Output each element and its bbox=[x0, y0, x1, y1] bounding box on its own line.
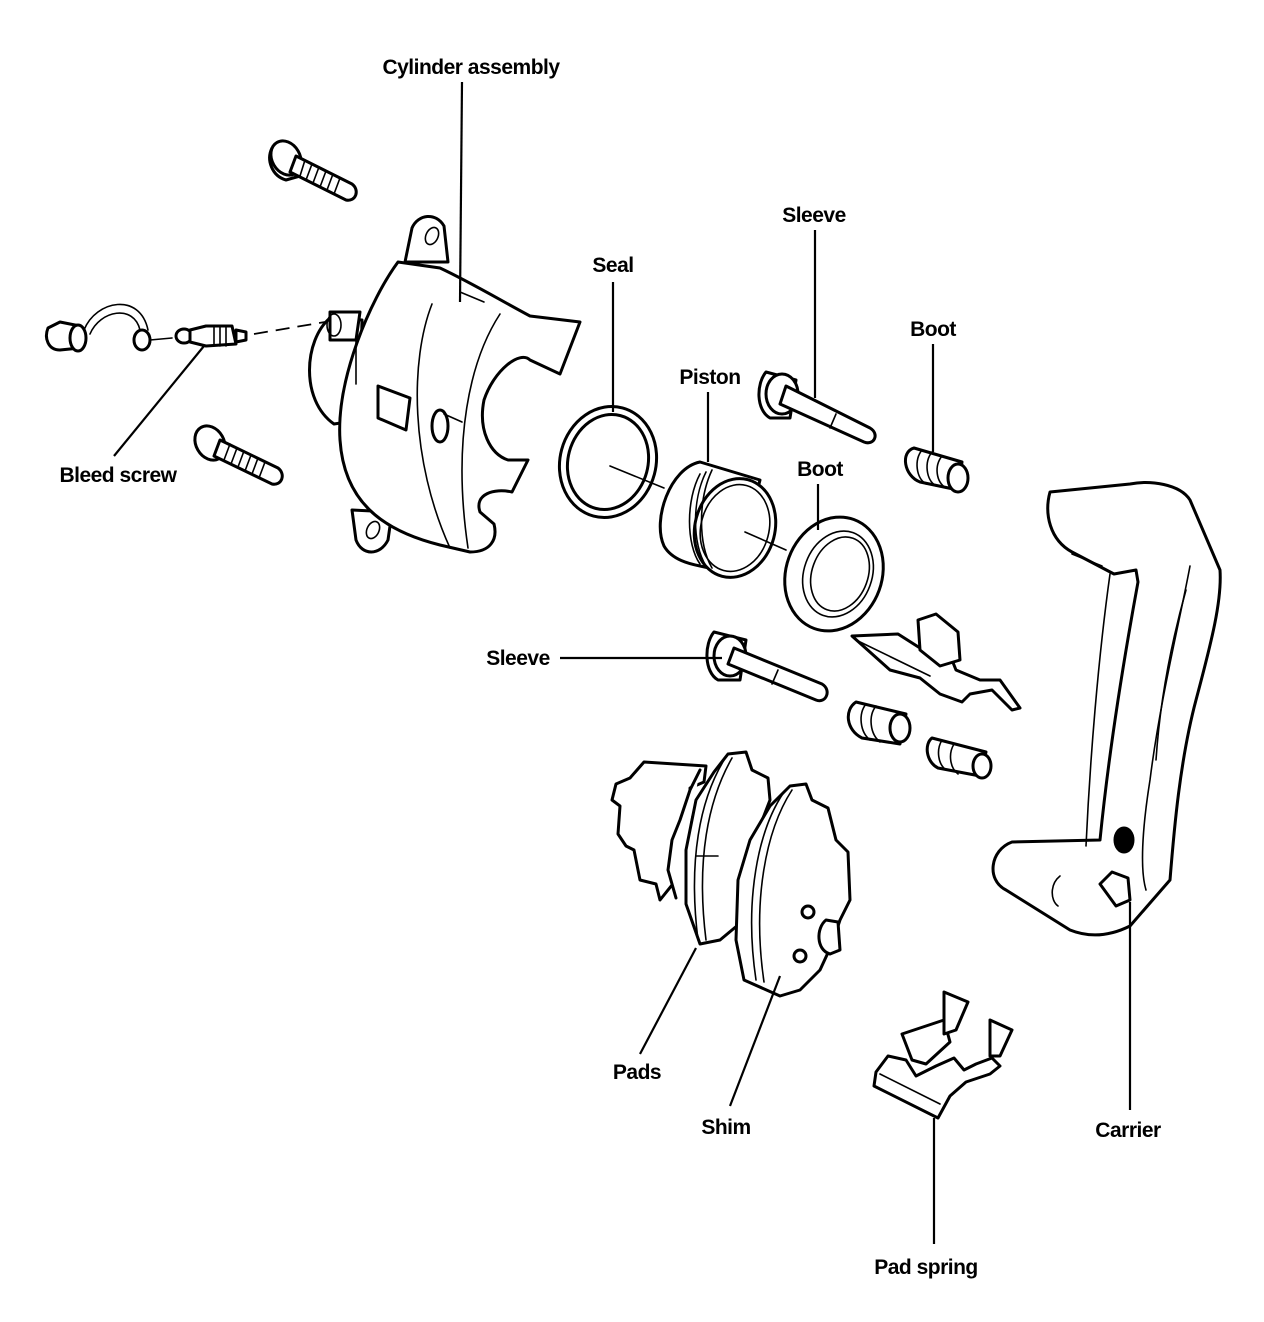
piston-boot bbox=[783, 515, 885, 633]
pad-shim bbox=[610, 760, 708, 902]
lower-caliper-bolt bbox=[193, 424, 284, 486]
upper-caliper-bolt bbox=[268, 139, 358, 202]
pad-spring bbox=[872, 990, 1014, 1120]
piston bbox=[658, 460, 778, 579]
label-carrier: Carrier bbox=[1095, 1119, 1161, 1142]
bleed-screw-axis-line bbox=[253, 321, 326, 335]
label-boot-piston: Boot bbox=[797, 458, 843, 481]
seal-axis-line bbox=[609, 465, 665, 489]
label-sleeve-lower: Sleeve bbox=[486, 647, 550, 670]
lower-slide-boot bbox=[846, 700, 912, 746]
bleed-screw bbox=[174, 324, 248, 348]
label-shim: Shim bbox=[701, 1116, 750, 1139]
label-boot-upper: Boot bbox=[910, 318, 956, 341]
bleed-screw-cap bbox=[45, 303, 173, 353]
label-piston: Piston bbox=[679, 366, 740, 389]
seal bbox=[557, 404, 659, 520]
piston-axis-line bbox=[744, 531, 787, 551]
label-pad-spring: Pad spring bbox=[874, 1256, 978, 1279]
upper-slide-boot bbox=[904, 446, 970, 494]
lower-small-boot bbox=[925, 736, 993, 780]
label-cylinder-assembly: Cylinder assembly bbox=[382, 56, 560, 79]
leader-lines bbox=[113, 81, 1132, 1244]
label-pads: Pads bbox=[613, 1061, 661, 1084]
label-seal: Seal bbox=[592, 254, 633, 277]
label-sleeve-upper: Sleeve bbox=[782, 204, 846, 227]
brake-pad-outer bbox=[734, 782, 852, 998]
carrier bbox=[991, 481, 1222, 937]
carrier-bolt-hole bbox=[1113, 826, 1135, 854]
cylinder-assembly bbox=[308, 215, 582, 554]
label-bleed-screw: Bleed screw bbox=[59, 464, 177, 487]
upper-sleeve bbox=[757, 370, 877, 445]
anti-rattle-clip bbox=[850, 612, 1022, 712]
lower-sleeve bbox=[705, 630, 829, 703]
